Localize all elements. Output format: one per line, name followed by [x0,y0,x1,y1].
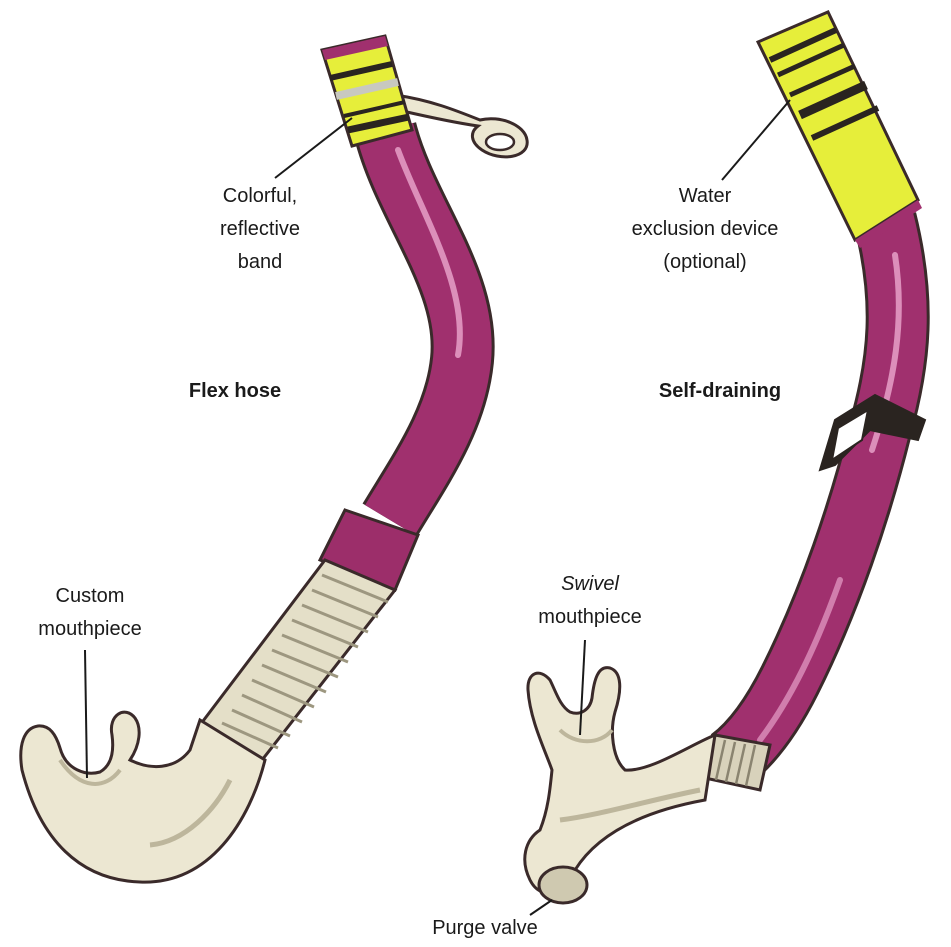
leader-custom-mouthpiece [85,650,87,778]
reflective-band [322,36,412,146]
label-purge-valve: Purge valve [405,912,565,945]
label-reflective-band: Colorful, reflective band [190,180,330,279]
leader-reflective-band [275,118,352,178]
label-flex-hose: Flex hose [160,375,310,408]
purge-valve-cap [539,867,587,903]
label-water-exclusion-device: Water exclusion device (optional) [600,180,810,279]
flex-hose-snorkel [21,36,527,882]
label-self-draining: Self-draining [630,375,810,408]
label-swivel-mouthpiece: Swivel mouthpiece [515,568,665,634]
swivel-mouthpiece-body [525,668,715,893]
leader-water-exclusion [722,100,790,180]
custom-mouthpiece-body [21,712,265,882]
self-draining-snorkel [525,12,925,903]
label-custom-mouthpiece: Custom mouthpiece [20,580,160,646]
